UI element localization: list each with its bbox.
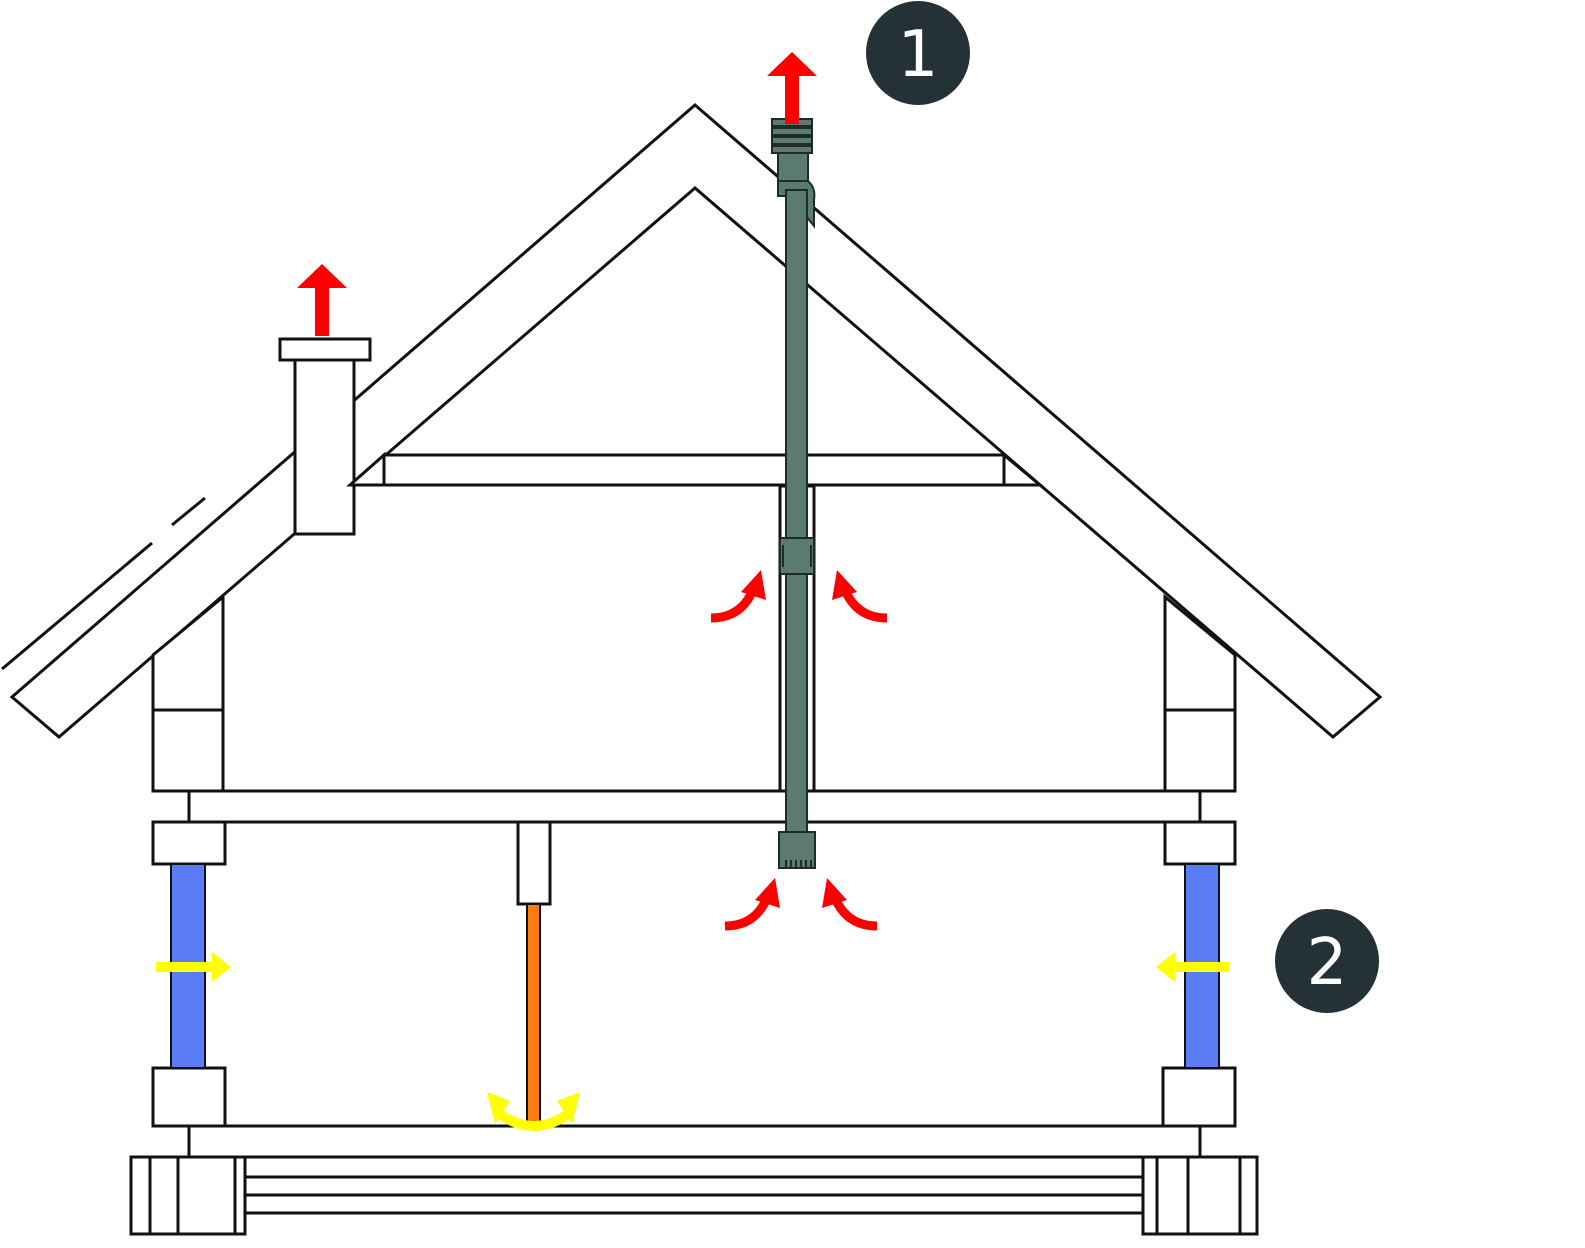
- left-wall-bottom: [151, 1066, 227, 1128]
- partition-door-gap-air-arrow-icon: [487, 1092, 580, 1131]
- attic-intake-left-curved-arrow-icon: [711, 570, 766, 618]
- interior-partition: [526, 903, 541, 1127]
- pipe-exhaust-arrow-up-icon: [767, 52, 817, 124]
- left-knee-wall: [151, 593, 225, 793]
- vent-grille: [778, 831, 816, 869]
- chimney-exhaust-arrow-up-icon: [297, 264, 347, 336]
- roof-texture-lines: [1, 496, 206, 671]
- left-wall-top: [151, 820, 227, 866]
- room-intake-left-curved-arrow-icon: [725, 878, 780, 926]
- right-wall-bottom: [1161, 1066, 1237, 1128]
- room-intake-right-curved-arrow-icon: [822, 878, 877, 926]
- right-knee-wall: [1163, 593, 1237, 793]
- right-wall-top: [1163, 820, 1237, 866]
- chimney: [278, 337, 372, 536]
- right-window-air-arrow-icon: [1156, 952, 1229, 982]
- vent-pipe: [771, 118, 816, 869]
- badge-2-label: 2: [1307, 926, 1348, 1000]
- foundation: [129, 1155, 1259, 1236]
- left-window-air-arrow-icon: [156, 952, 231, 982]
- badge-1-label: 1: [898, 18, 939, 92]
- partition-header: [516, 820, 552, 906]
- badge-2: 2: [1275, 909, 1379, 1013]
- collar-beam-right: [1002, 451, 1045, 487]
- collar-beam-left: [346, 451, 386, 487]
- vent-pipe-connector: [779, 537, 815, 575]
- attic-intake-right-curved-arrow-icon: [832, 570, 887, 618]
- badge-1: 1: [866, 1, 970, 105]
- upper-floor: [187, 789, 1202, 824]
- roof: [9, 103, 1383, 739]
- collar-beam: [382, 453, 1006, 487]
- ground-floor: [187, 1124, 1202, 1159]
